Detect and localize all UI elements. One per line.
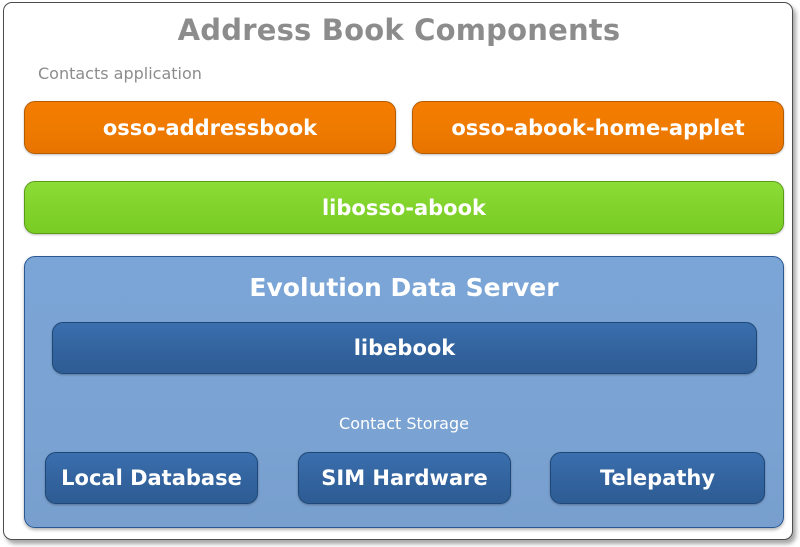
node-libosso-abook[interactable]: libosso-abook: [24, 181, 784, 234]
node-libebook[interactable]: libebook: [52, 322, 757, 374]
evolution-data-server-container: Evolution Data Server libebook Contact S…: [24, 256, 784, 528]
node-sim-hardware[interactable]: SIM Hardware: [298, 452, 511, 504]
page-title: Address Book Components: [177, 13, 621, 47]
node-osso-addressbook[interactable]: osso-addressbook: [24, 101, 396, 154]
evolution-data-server-title: Evolution Data Server: [249, 273, 559, 302]
contacts-application-caption: Contacts application: [38, 64, 202, 83]
node-osso-abook-home-applet[interactable]: osso-abook-home-applet: [412, 101, 784, 154]
diagram-page: Address Book Components Contacts applica…: [3, 2, 793, 540]
node-local-database[interactable]: Local Database: [45, 452, 258, 504]
node-telepathy[interactable]: Telepathy: [550, 452, 765, 504]
contact-storage-caption: Contact Storage: [339, 414, 469, 433]
